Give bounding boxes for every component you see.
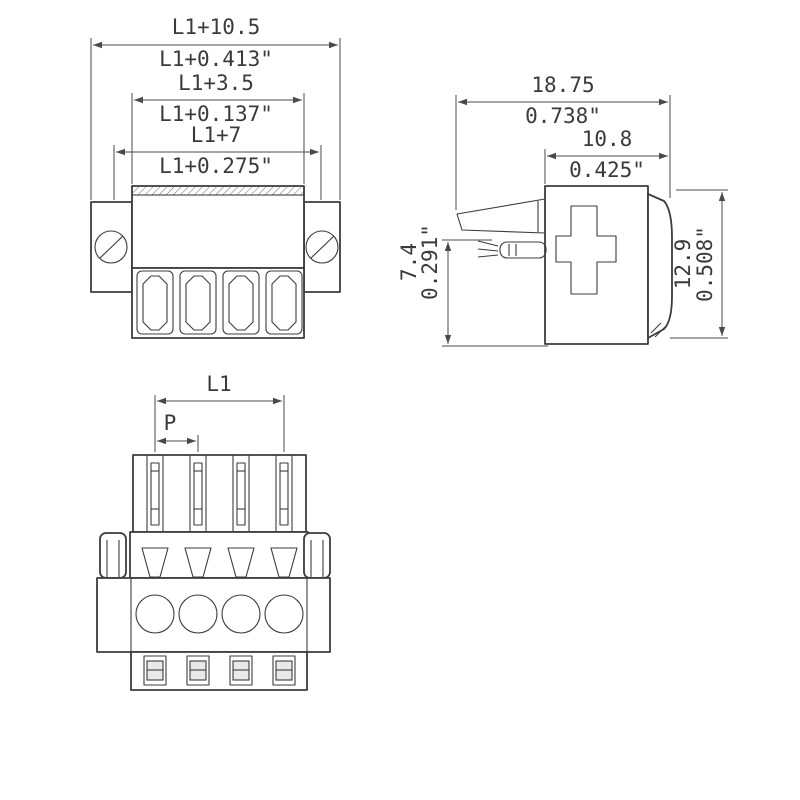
dim-total-depth-metric-label: 18.75 [531,73,594,97]
dim-mid-width: L1+7 L1+0.275" [113,123,322,200]
pin-slot [232,455,250,532]
lever [456,198,546,234]
wire-funnel [141,547,169,578]
dim-height-imperial-label: 0.508" [693,226,717,302]
dim-pitch: P [157,411,199,452]
pcb-cutout [555,205,617,295]
contact-cell [265,270,303,335]
dim-wire-axis-height: 7.4 0.291" [397,224,548,347]
dim-housing-depth-imperial-label: 0.425" [569,158,645,182]
dim-l1: L1 [154,372,285,452]
wire-funnel [227,547,255,578]
wire-pin [499,241,547,259]
left-screw [94,230,128,264]
right-screw [305,230,339,264]
flange-block [96,577,331,653]
housing-lower [131,267,305,339]
pin-view: L1 P [96,372,331,691]
right-post [303,532,331,579]
dim-l1-label: L1 [206,372,231,396]
pin-slot [275,455,293,532]
housing-top-hatch [131,185,305,196]
clamp-foot [143,655,167,686]
mid-band [129,531,309,579]
dim-housing-depth: 10.8 0.425" [544,127,668,184]
header-block [132,454,307,533]
dim-height-metric-label: 12.9 [671,239,695,290]
side-view-body [456,185,673,345]
dim-body-metric-label: L1+3.5 [178,71,254,95]
contact-cell [136,270,174,335]
clamp-screw [221,594,261,634]
wire-funnel [184,547,212,578]
wire-funnel [270,547,298,578]
dim-housing-depth-metric-label: 10.8 [582,127,633,151]
dim-body-imperial-label: L1+0.137" [159,102,273,126]
left-post [99,532,127,579]
left-screw-slot [99,235,124,259]
clamp-screw [178,594,218,634]
pin-slot [189,455,207,532]
clamp-screw [264,594,304,634]
dim-overall-metric-label: L1+10.5 [172,15,261,39]
contact-cell [222,270,260,335]
dim-mid-imperial-label: L1+0.275" [159,154,273,178]
clamp-foot [186,655,210,686]
dim-wire-axis-metric-label: 7.4 [397,243,421,281]
contact-cell [179,270,217,335]
front-view: L1+10.5 L1+0.413" L1+3.5 L1+0.137" L1+7 … [90,15,341,339]
dim-wire-axis-imperial-label: 0.291" [418,224,442,300]
pin-view-body [96,454,331,691]
latch-hatch [650,322,667,338]
right-screw-slot [310,235,335,259]
dim-mid-metric-label: L1+7 [191,123,242,147]
dim-pitch-label: P [164,411,177,435]
clamp-foot [272,655,296,686]
clamp-foot [229,655,253,686]
pin-slot [146,455,164,532]
spring-contact [477,240,499,258]
housing-upper [131,185,305,269]
front-view-body [90,185,341,339]
dim-body-width: L1+3.5 L1+0.137" [131,71,305,184]
dim-height: 12.9 0.508" [670,189,728,339]
clamp-screw [135,594,175,634]
dim-total-depth: 18.75 0.738" [455,73,671,210]
side-view: 18.75 0.738" 10.8 0.425" 12.9 0.508" 7.4… [397,73,728,347]
dim-overall-imperial-label: L1+0.413" [159,47,273,71]
dim-overall-width: L1+10.5 L1+0.413" [90,15,341,200]
latch [647,193,673,339]
dim-total-depth-imperial-label: 0.738" [525,104,601,128]
